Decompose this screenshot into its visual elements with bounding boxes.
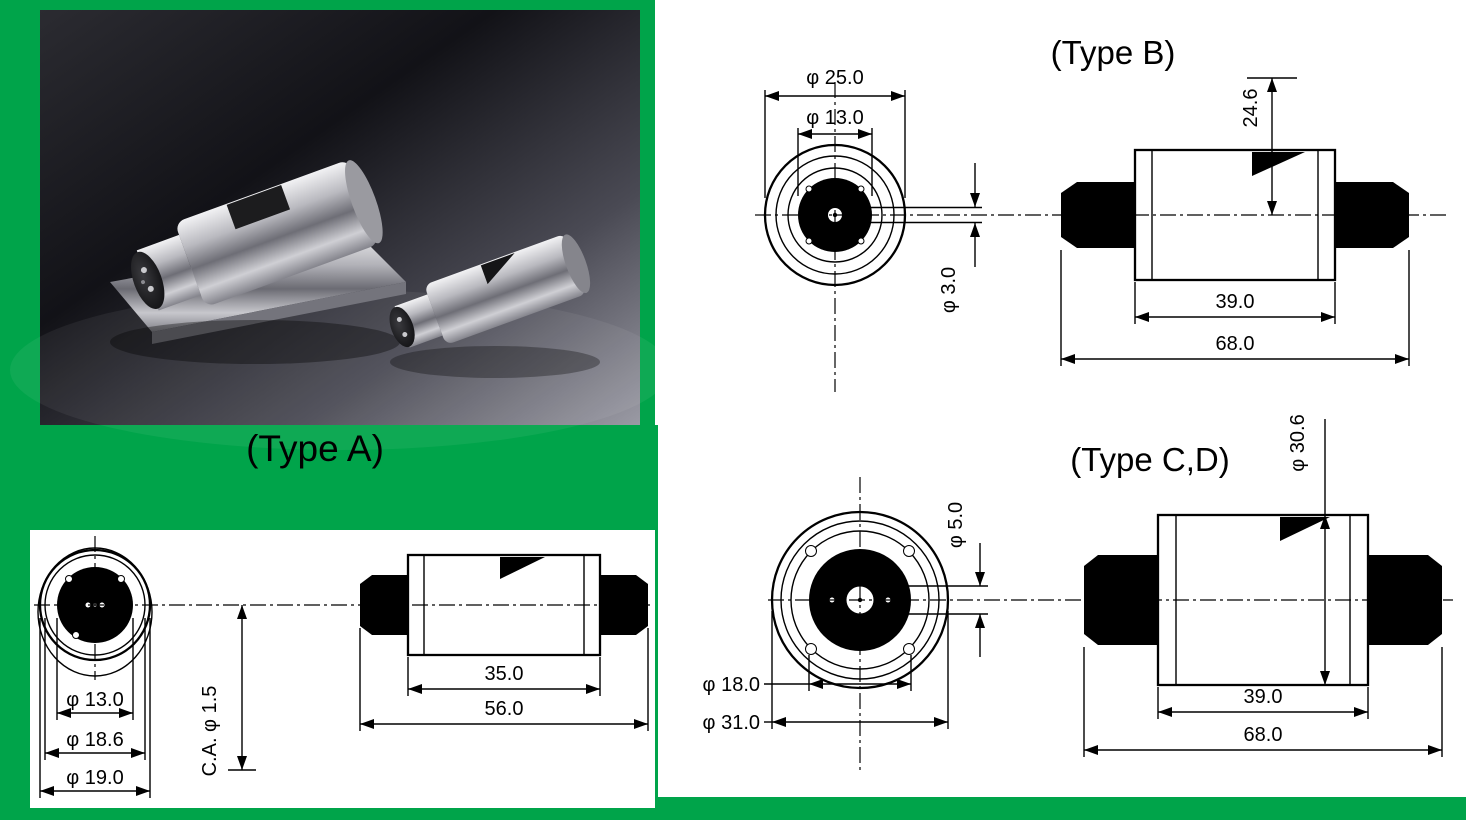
- type-cd-dim-phi18: φ 18.0: [703, 655, 912, 696]
- type-cd-dim-68: 68.0: [1083, 647, 1443, 757]
- type-cd-dim-39: 39.0: [1157, 686, 1369, 719]
- dim-label-phi25: φ 25.0: [806, 67, 863, 89]
- type-cd-dim-phi31: φ 31.0: [703, 611, 949, 734]
- type-b-drawing: φ 25.0 φ 13.0 φ 3.0 24.6: [755, 34, 1450, 392]
- photo-caption: (Type A): [246, 428, 384, 469]
- left-connector: [1061, 182, 1135, 248]
- type-cd-title: (Type C,D): [1070, 441, 1230, 478]
- device-label: [226, 185, 291, 230]
- type-a-dim-56: 56.0: [359, 628, 649, 731]
- dim-label-phi3: φ 3.0: [938, 267, 960, 313]
- dim-label-39: 39.0: [1216, 291, 1255, 313]
- type-cd-dim-phi5: φ 5.0: [870, 502, 988, 657]
- left-connector: [360, 575, 408, 635]
- device-label-small: [480, 253, 515, 285]
- type-a-dim-phi18-6: φ 18.6: [44, 618, 146, 760]
- dim-label-68: 68.0: [1244, 724, 1283, 746]
- dim-label-phi13: φ 13.0: [806, 107, 863, 129]
- type-b-dim-phi25: φ 25.0: [764, 67, 906, 198]
- type-b-title: (Type B): [1051, 34, 1176, 71]
- type-b-panel: φ 25.0 φ 13.0 φ 3.0 24.6: [655, 0, 1466, 425]
- type-b-dim-phi3: φ 3.0: [847, 163, 982, 313]
- type-cd-dim-phi30-6: φ 30.6: [1287, 414, 1330, 685]
- type-cd-drawing: φ 5.0 φ 18.0 φ 31.0: [703, 414, 1453, 773]
- type-a-panel: φ 13.0 φ 18.6 φ 19.0 C.A. φ 1.5: [30, 530, 655, 808]
- dim-label-phi18-6: φ 18.6: [66, 729, 123, 751]
- type-b-dim-phi13: φ 13.0: [797, 107, 873, 196]
- type-a-drawing: φ 13.0 φ 18.6 φ 19.0 C.A. φ 1.5: [34, 536, 650, 798]
- dim-label-phi30-6: φ 30.6: [1287, 414, 1309, 471]
- dim-label-phi19: φ 19.0: [66, 767, 123, 789]
- dim-label-68: 68.0: [1216, 333, 1255, 355]
- dim-label-24-6: 24.6: [1240, 89, 1262, 128]
- small-device-shadow: [390, 346, 600, 378]
- product-photo: [10, 10, 670, 450]
- orientation-mark: [1280, 517, 1330, 541]
- type-a-dim-phi19: φ 19.0: [39, 618, 151, 798]
- dim-label-35: 35.0: [485, 663, 524, 685]
- type-b-dim-24-6: 24.6: [1240, 77, 1297, 215]
- small-device: [389, 234, 591, 348]
- type-b-centerlines: [755, 82, 1450, 392]
- dim-label-56: 56.0: [485, 698, 524, 720]
- dim-label-phi18: φ 18.0: [703, 674, 760, 696]
- orientation-mark: [500, 557, 545, 579]
- large-device-shadow: [110, 320, 400, 364]
- type-cd-panel: φ 5.0 φ 18.0 φ 31.0: [658, 414, 1466, 797]
- dim-label-clear-aperture: C.A. φ 1.5: [199, 686, 221, 777]
- orientation-mark: [1252, 152, 1305, 176]
- dim-label-39: 39.0: [1244, 686, 1283, 708]
- type-a-dim-35: 35.0: [407, 657, 601, 696]
- type-a-dim-clear-aperture: C.A. φ 1.5: [199, 605, 256, 776]
- type-a-dim-phi13: φ 13.0: [56, 618, 134, 720]
- dim-label-phi13: φ 13.0: [66, 689, 123, 711]
- type-b-dim-39: 39.0: [1134, 282, 1336, 324]
- type-a-centerlines: [34, 536, 650, 680]
- product-photo-image: [10, 10, 670, 450]
- dim-label-phi31: φ 31.0: [703, 712, 760, 734]
- large-device: [131, 160, 383, 311]
- dim-label-phi5: φ 5.0: [945, 502, 967, 548]
- type-b-dim-68: 68.0: [1060, 250, 1410, 366]
- right-connector: [1368, 555, 1442, 645]
